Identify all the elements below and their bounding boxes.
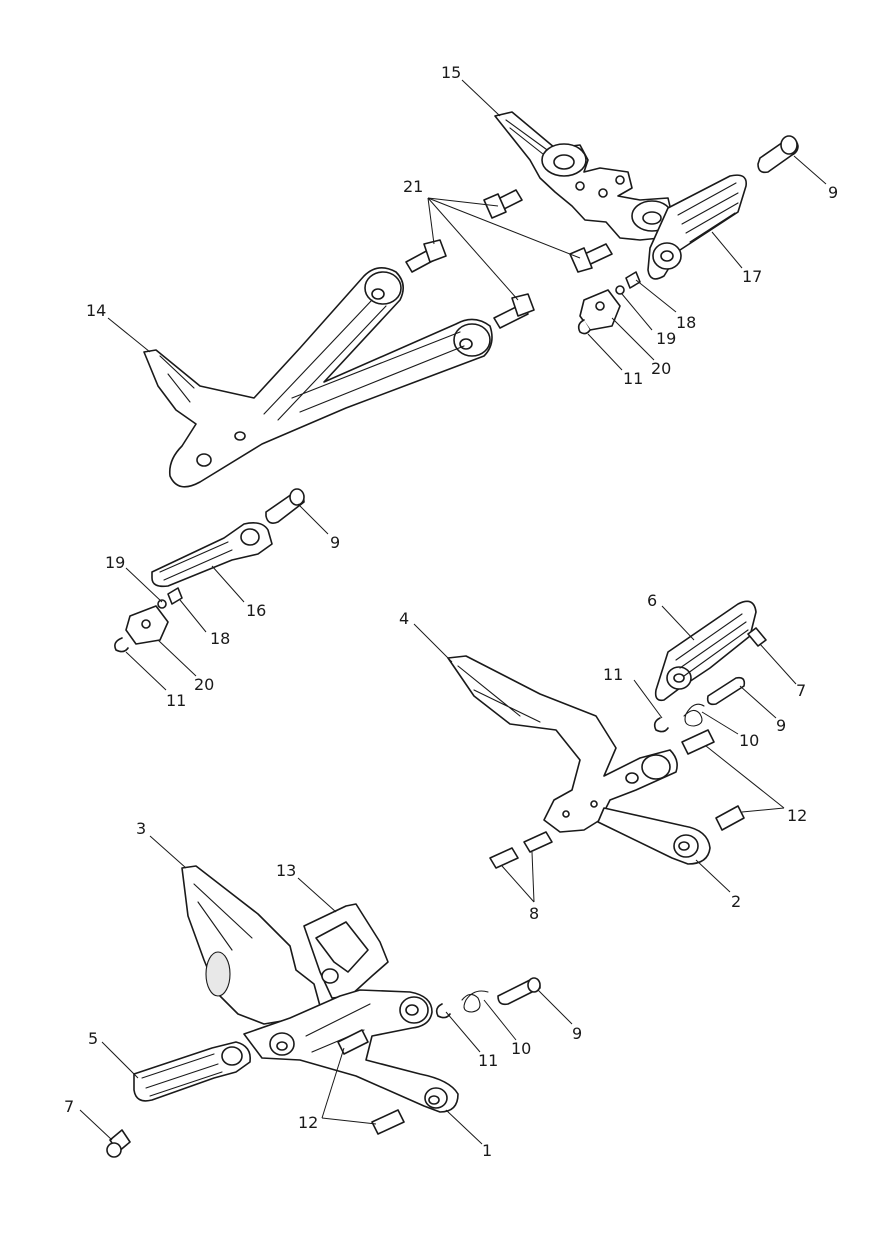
callout-21: 21 xyxy=(403,177,423,196)
callout-15: 15 xyxy=(441,63,461,82)
front-left-small-parts xyxy=(106,977,541,1158)
callout-11-lower: 11 xyxy=(478,1051,498,1070)
part-15-rear-right-hanger xyxy=(494,111,673,241)
callout-20-upper: 20 xyxy=(651,359,671,378)
callout-19-upper: 19 xyxy=(656,329,676,348)
callout-9-left: 9 xyxy=(330,533,340,552)
callout-3: 3 xyxy=(136,819,146,838)
callout-9-top: 9 xyxy=(828,183,838,202)
part-4-front-right-hanger xyxy=(447,655,678,833)
callout-17: 17 xyxy=(742,267,762,286)
callout-11-left: 11 xyxy=(166,691,186,710)
part-9-pin-left xyxy=(265,488,305,524)
callout-18-left: 18 xyxy=(210,629,230,648)
callout-labels: 15 21 9 17 18 19 20 11 14 9 19 16 18 20 … xyxy=(64,63,838,1160)
callout-20-left: 20 xyxy=(194,675,214,694)
callout-11-right: 11 xyxy=(603,665,623,684)
callout-1: 1 xyxy=(482,1141,492,1160)
callout-16: 16 xyxy=(246,601,266,620)
callout-11-upper: 11 xyxy=(623,369,643,388)
callout-10-lower: 10 xyxy=(511,1039,531,1058)
callout-14: 14 xyxy=(86,301,106,320)
leader-lines xyxy=(79,79,827,1145)
callout-7-right: 7 xyxy=(796,681,806,700)
part-14-rear-left-hanger xyxy=(143,267,493,488)
callout-8: 8 xyxy=(529,904,539,923)
front-right-small-parts xyxy=(489,676,746,869)
part-3-front-left-hanger xyxy=(181,865,321,1025)
callout-19-left: 19 xyxy=(105,553,125,572)
part-13-bracket xyxy=(303,903,389,999)
part-9-pin-top xyxy=(757,135,799,174)
callout-5: 5 xyxy=(88,1029,98,1048)
callout-12-right: 12 xyxy=(787,806,807,825)
callout-9-lower: 9 xyxy=(572,1024,582,1043)
detent-cluster-left xyxy=(114,587,183,653)
callout-12-left: 12 xyxy=(298,1113,318,1132)
callout-13: 13 xyxy=(276,861,296,880)
callout-7-left: 7 xyxy=(64,1097,74,1116)
part-16-rear-left-footrest xyxy=(151,522,273,588)
callout-4: 4 xyxy=(399,609,409,628)
part-2-link-arm xyxy=(597,807,711,865)
callout-6: 6 xyxy=(647,591,657,610)
part-17-rear-right-footrest xyxy=(647,174,747,280)
part-6-front-right-footrest xyxy=(654,600,767,702)
callout-10-right: 10 xyxy=(739,731,759,750)
detent-cluster-upper xyxy=(577,271,641,335)
callout-18-upper: 18 xyxy=(676,313,696,332)
part-5-front-left-footrest xyxy=(133,1041,252,1102)
callout-9-right: 9 xyxy=(776,716,786,735)
callout-2: 2 xyxy=(731,892,741,911)
